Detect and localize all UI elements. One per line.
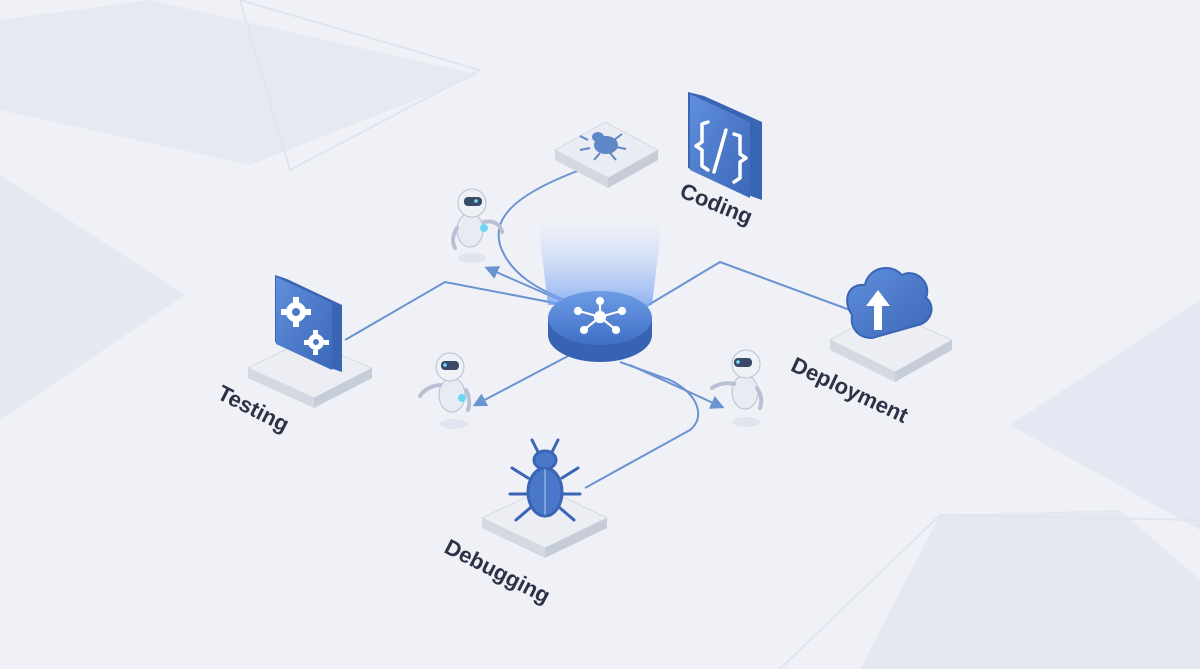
robot-agent-right — [710, 349, 764, 427]
node-testing — [246, 275, 374, 408]
node-bug-tile — [553, 121, 660, 188]
code-icon — [694, 120, 748, 184]
network-hub-icon — [573, 296, 627, 335]
robot-agent-top — [450, 188, 504, 263]
connector-bug-tile — [497, 169, 581, 301]
node-coding — [688, 92, 762, 200]
bug-icon — [579, 132, 627, 161]
connectors — [344, 169, 851, 489]
arrow-to-agent-left — [472, 354, 571, 407]
bug-icon — [508, 438, 582, 522]
connector-debugging — [584, 361, 700, 489]
arrow-to-agent-right — [629, 364, 725, 409]
central-hub — [548, 291, 652, 362]
hub-light-beam — [538, 222, 662, 305]
node-debugging — [480, 438, 609, 558]
connector-deployment — [639, 260, 851, 311]
node-deployment — [828, 266, 954, 382]
robot-agent-left — [418, 352, 472, 429]
gears-icon — [281, 297, 329, 355]
cloud-upload-icon — [846, 266, 933, 340]
connector-testing — [344, 280, 566, 341]
